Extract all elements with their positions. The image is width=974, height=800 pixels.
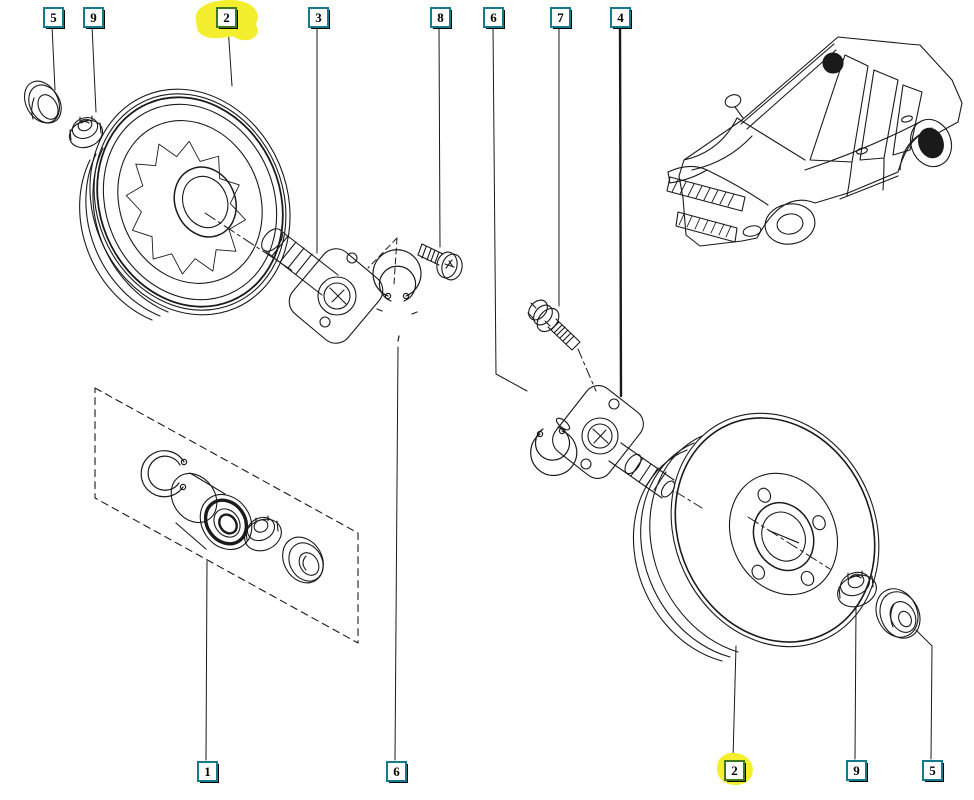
callout-label: 2 [731,763,738,778]
callout-label: 5 [929,763,936,778]
callout-label: 9 [853,763,860,778]
callout-5-top[interactable]: 5 [43,7,64,28]
fog-light [742,224,762,238]
fender-line [707,170,768,205]
brake-drum-illustration-left [56,58,325,346]
callout-label: 6 [490,10,497,25]
brake-drum-illustration-right [633,379,916,681]
leader-5-top [52,26,55,90]
wheel-bearing-illustration [162,465,262,560]
bearing-kit-box [95,388,358,643]
hex-bolt-illustration [525,296,580,350]
callout-label: 8 [437,10,444,25]
rear-wheel [904,114,958,173]
callout-8-top[interactable]: 8 [430,7,451,28]
callout-9-bottom[interactable]: 9 [846,760,867,781]
axis-drum-right [748,517,830,569]
stub-axle-illustration-left [258,225,390,350]
leader-9-top [92,26,96,112]
leader-8-top [439,26,440,247]
hood-crease [692,136,752,170]
callout-1-bottom[interactable]: 1 [197,761,218,782]
axis-bolt-right [578,349,596,391]
rear-window [893,85,922,155]
callout-4-top[interactable]: 4 [610,7,631,28]
axis-lines [205,213,830,569]
callout-label: 9 [90,10,97,25]
stub-axle-illustration-right [547,380,678,500]
callout-9-top[interactable]: 9 [83,7,104,28]
callout-6-bottom[interactable]: 6 [386,761,407,782]
callout-label: 2 [223,10,230,25]
rocker-line [840,176,898,199]
torx-bolt-illustration [418,244,464,282]
dust-cap-illustration-kit [275,530,332,591]
dust-cap-illustration-top [18,75,68,129]
hub-nut-illustration-kit [239,513,286,557]
callout-label: 4 [617,10,624,25]
door-cut-lines [847,158,884,196]
front-wheel [762,200,818,248]
bumper-grille [676,212,737,242]
front-window [810,55,868,162]
axis-hub-right [676,492,702,508]
hood-line [684,118,737,160]
cowl-line [737,118,805,160]
grille [667,177,745,211]
car-illustration [667,37,962,248]
leader-2-bottom [733,646,736,759]
callout-label: 5 [50,10,57,25]
windshield [741,44,836,129]
callout-2-top-highlighted[interactable]: 2 [216,7,237,28]
callout-6-top[interactable]: 6 [483,7,504,28]
circlip-illustration-kit [141,451,186,497]
middle-window [860,70,898,160]
callout-3-top[interactable]: 3 [308,7,329,28]
callout-label: 1 [204,764,211,779]
roll-pin-illustration [555,416,572,432]
leader-1-bottom [206,561,207,760]
callout-label: 7 [557,10,564,25]
leader-9-bottom [855,608,856,759]
leader-lines [52,26,932,760]
dust-cap-illustration-right [868,582,927,645]
callout-label: 3 [315,10,322,25]
door-handle-rear [901,115,913,123]
callout-5-bottom[interactable]: 5 [922,760,943,781]
callout-label: 6 [393,764,400,779]
roof-marker-dot [823,53,843,73]
leader-6-bottom [395,347,398,760]
leader-4-top [620,26,621,396]
door-handle-front [856,147,868,155]
headlight [668,166,707,183]
leader-6-top [493,26,527,391]
side-mirror [723,93,742,110]
callout-7-top[interactable]: 7 [550,7,571,28]
circlip-illustration-right [531,416,577,475]
hub-nut-illustration-top [65,114,106,153]
bolt-alignment-dashes [368,238,397,284]
callout-2-bottom-highlighted[interactable]: 2 [724,760,745,781]
leader-5-bottom [916,630,932,759]
circlip-illustration-left [373,250,421,341]
hub-nut-illustration-right [833,568,881,612]
